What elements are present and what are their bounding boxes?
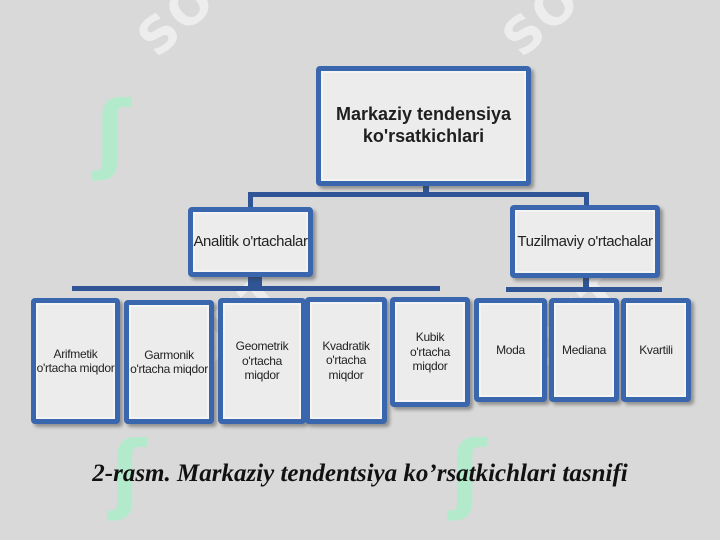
logo-mark-icon: ʃ [95,83,131,183]
node-garmonik-label: Garmonik o'rtacha miqdor [130,347,208,376]
node-kvartili: Kvartili [621,298,691,402]
node-tuzilmaviy: Tuzilmaviy o'rtachalar [510,205,660,278]
node-mediana-label: Mediana [562,342,606,357]
node-tuzilmaviy-label: Tuzilmaviy o'rtachalar [517,232,653,250]
node-kvadratik: Kvadratik o'rtacha miqdor [305,297,387,424]
figure-caption: 2-rasm. Markaziy tendentsiya ko’rsatkich… [92,460,628,487]
connector-root-stem [423,183,429,195]
node-arifmetik: Arifmetik o'rtacha miqdor [31,298,120,424]
node-kubik: Kubik o'rtacha miqdor [390,297,470,407]
connector-root-bar [248,192,588,197]
node-kubik-label: Kubik o'rtacha miqdor [410,330,450,374]
node-mediana: Mediana [549,298,619,402]
connector-right-bar [506,287,662,292]
node-garmonik: Garmonik o'rtacha miqdor [124,300,214,424]
node-root: Markaziy tendensiya ko'rsatkichlari [316,66,531,186]
node-geometrik: Geometrik o'rtacha miqdor [218,298,306,424]
connector-left-drop [248,192,253,210]
connector-right-stem [583,276,589,290]
node-kvartili-label: Kvartili [639,342,673,357]
node-moda-label: Moda [496,342,525,357]
node-moda: Moda [474,298,547,402]
connector-right-drop [584,192,589,208]
node-geometrik-label: Geometrik o'rtacha miqdor [235,339,289,383]
watermark-word: SOFT [126,0,280,68]
connector-left-bar [72,286,440,291]
watermark-word: SOFT [491,0,645,68]
node-analitik: Analitik o'rtachalar [188,207,313,277]
node-analitik-label: Analitik o'rtachalar [193,233,308,250]
node-kvadratik-label: Kvadratik o'rtacha miqdor [322,338,370,382]
node-arifmetik-label: Arifmetik o'rtacha miqdor [36,346,115,375]
node-root-label: Markaziy tendensiya ko'rsatkichlari [335,104,512,146]
